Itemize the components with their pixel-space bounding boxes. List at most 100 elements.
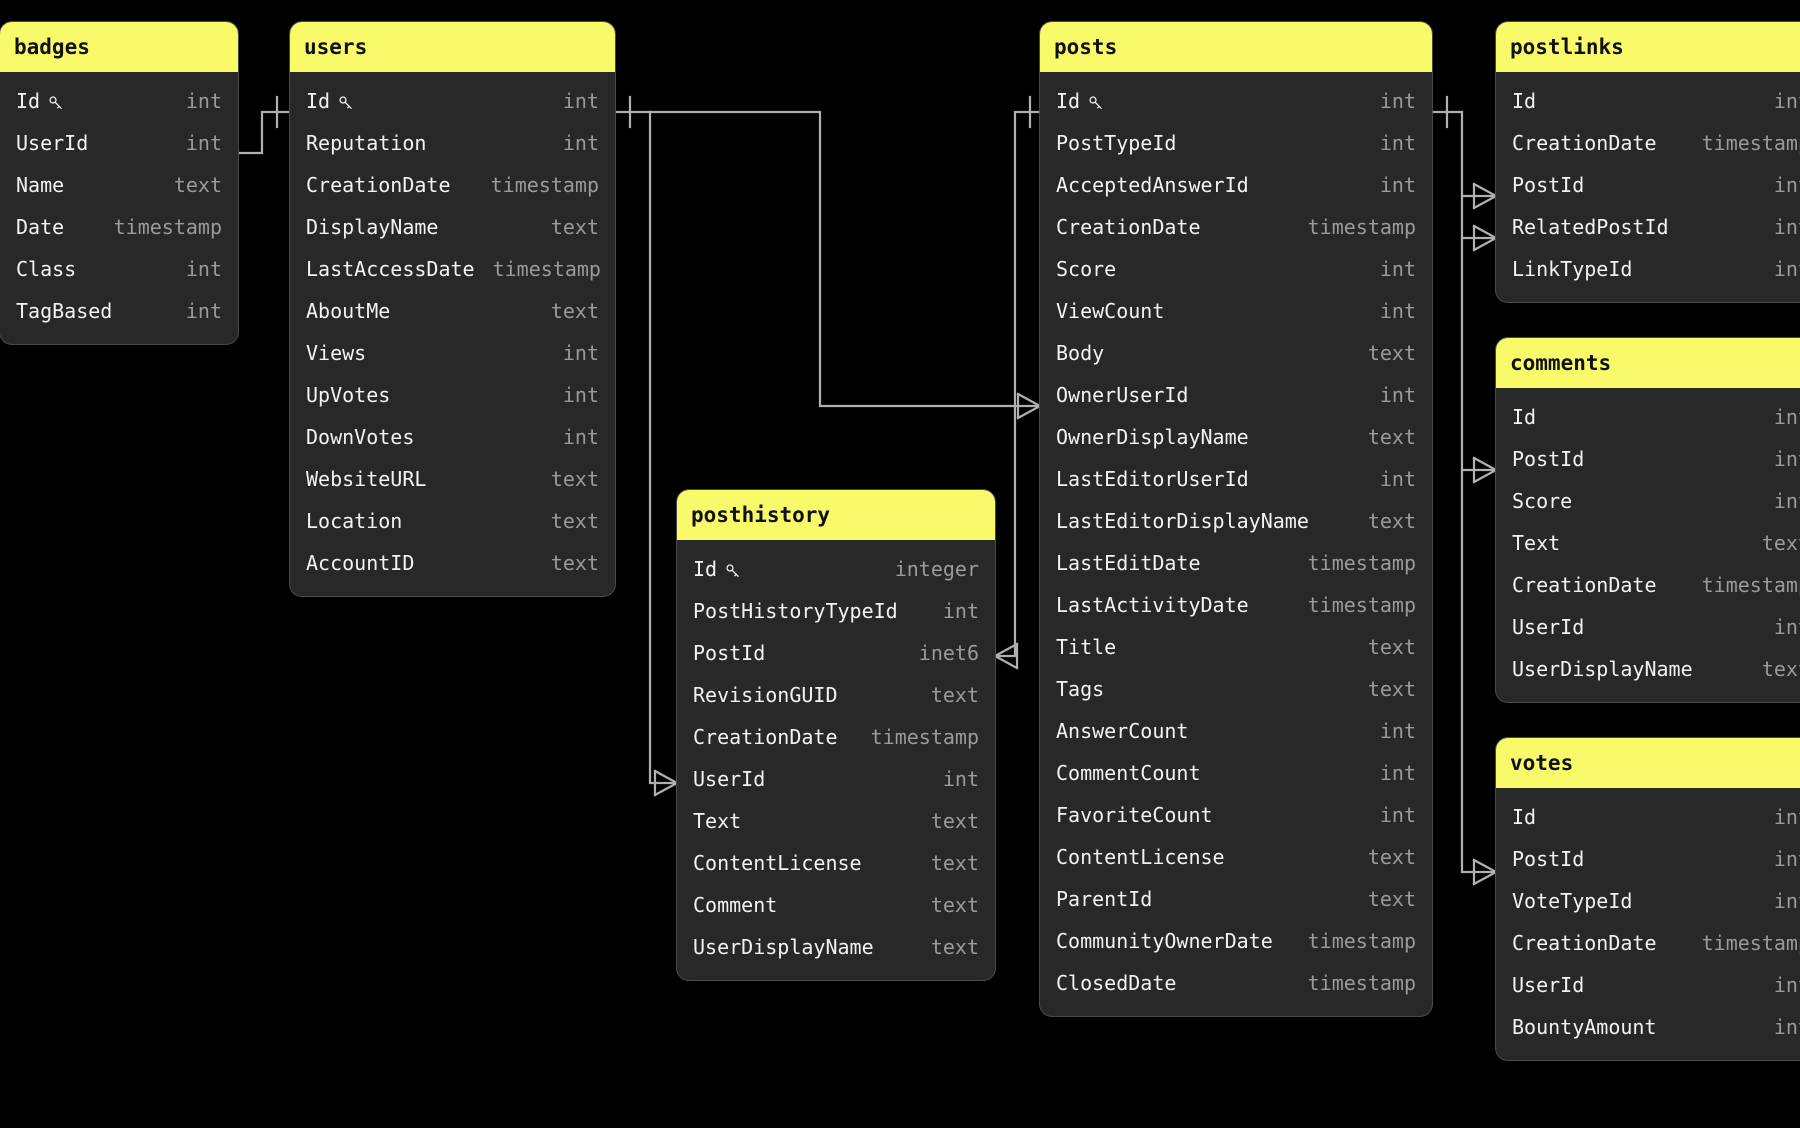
field-name: CreationDate bbox=[306, 173, 451, 197]
field-name-wrapper: PostId bbox=[1512, 173, 1584, 197]
table-title-posthistory[interactable]: posthistory bbox=[677, 490, 995, 540]
field-type: text bbox=[930, 851, 979, 875]
table-card-votes[interactable]: votesIdintPostIdintVoteTypeIdintCreation… bbox=[1496, 738, 1800, 1060]
field-name: LinkTypeId bbox=[1512, 257, 1633, 281]
field-name-wrapper: PostTypeId bbox=[1056, 131, 1176, 155]
field-type: text bbox=[550, 551, 599, 575]
field-row-comments-PostId[interactable]: PostIdint bbox=[1496, 438, 1800, 480]
field-name-wrapper: Id bbox=[306, 89, 354, 113]
table-title-comments[interactable]: comments bbox=[1496, 338, 1800, 388]
field-row-votes-BountyAmount[interactable]: BountyAmountint bbox=[1496, 1006, 1800, 1048]
field-row-votes-PostId[interactable]: PostIdint bbox=[1496, 838, 1800, 880]
field-row-postlinks-RelatedPostId[interactable]: RelatedPostIdint bbox=[1496, 206, 1800, 248]
table-title-posts[interactable]: posts bbox=[1040, 22, 1432, 72]
table-card-comments[interactable]: commentsIdintPostIdintScoreintTexttextCr… bbox=[1496, 338, 1800, 702]
field-name: PostId bbox=[1512, 847, 1585, 871]
field-type: int bbox=[1773, 173, 1800, 197]
table-title-postlinks[interactable]: postlinks bbox=[1496, 22, 1800, 72]
field-row-posts-LastEditorUserId[interactable]: LastEditorUserId int bbox=[1040, 458, 1432, 500]
table-title-badges[interactable]: badges bbox=[0, 22, 238, 72]
field-row-postlinks-LinkTypeId[interactable]: LinkTypeIdint bbox=[1496, 248, 1800, 290]
field-row-postlinks-PostId[interactable]: PostId int bbox=[1496, 164, 1800, 206]
field-name: LastEditorUserId bbox=[1056, 467, 1249, 491]
field-type: text bbox=[1367, 845, 1416, 869]
table-title-users[interactable]: users bbox=[290, 22, 615, 72]
field-name: Name bbox=[16, 173, 65, 197]
field-row-votes-VoteTypeId[interactable]: VoteTypeIdint bbox=[1496, 880, 1800, 922]
field-name: Id bbox=[1056, 89, 1081, 113]
field-type: timestamp bbox=[1701, 573, 1800, 597]
field-type: int bbox=[1379, 467, 1416, 491]
table-title-votes[interactable]: votes bbox=[1496, 738, 1800, 788]
field-name: FavoriteCount bbox=[1056, 803, 1213, 827]
table-card-postlinks[interactable]: postlinksIdintCreationDatetimestampPostI… bbox=[1496, 22, 1800, 302]
